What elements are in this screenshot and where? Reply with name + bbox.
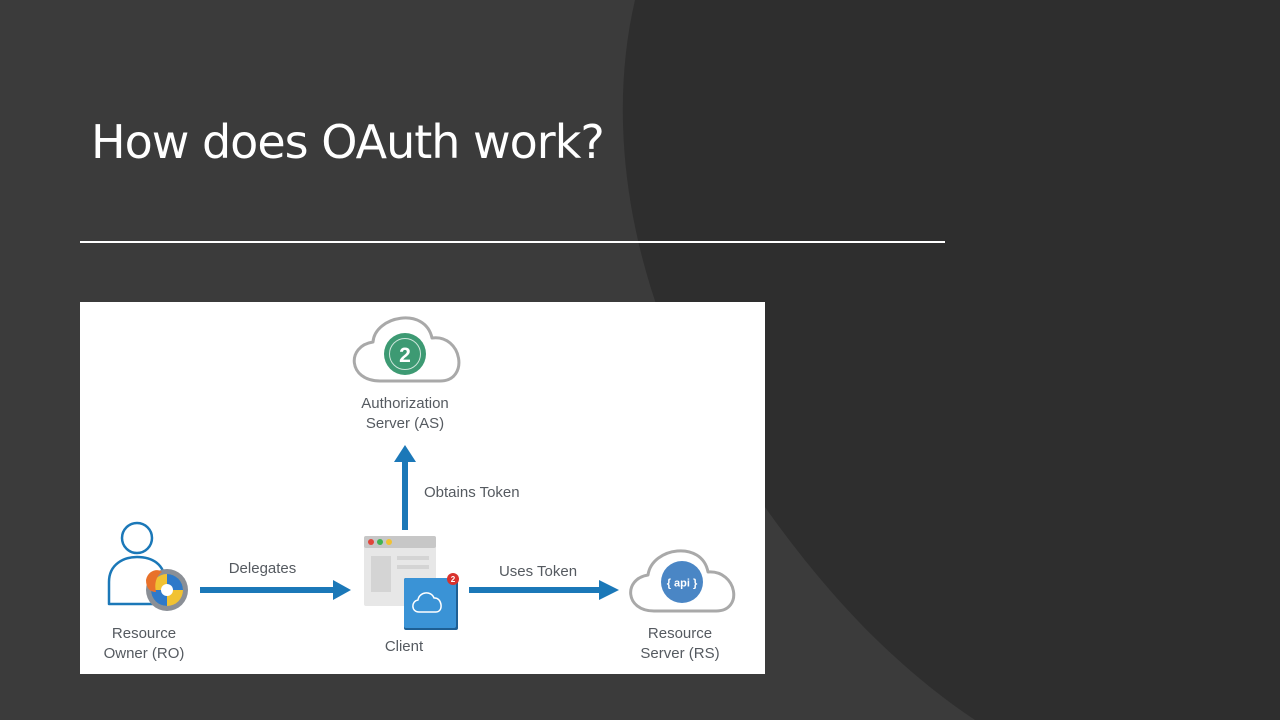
api-badge-label: { api } [667, 578, 698, 590]
delegates-label: Delegates [228, 560, 297, 577]
oauth-diagram: 2 [80, 302, 765, 674]
client-browser-icon [364, 536, 436, 606]
obtains-token-label: Obtains Token [424, 484, 520, 501]
browser-icons [146, 569, 188, 611]
oauth-logo-icon: 2 [384, 333, 426, 375]
client-app-icon: 2 [404, 573, 459, 630]
uses-token-arrow [469, 580, 619, 600]
delegates-arrow [200, 580, 351, 600]
client-notification-count: 2 [451, 575, 456, 584]
title-divider [80, 241, 945, 243]
obtains-token-arrow [394, 445, 416, 530]
client-label: Client [384, 638, 424, 655]
slide-title: How does OAuth work? [91, 115, 605, 169]
resource-owner-label: Resource Owner (RO) [103, 625, 185, 662]
api-badge-icon: { api } [661, 561, 703, 603]
uses-token-label: Uses Token [498, 563, 578, 580]
authorization-server-label: Authorization Server (AS) [361, 395, 449, 432]
resource-server-label: Resource Server (RS) [640, 625, 720, 662]
oauth-logo-number: 2 [399, 344, 411, 367]
